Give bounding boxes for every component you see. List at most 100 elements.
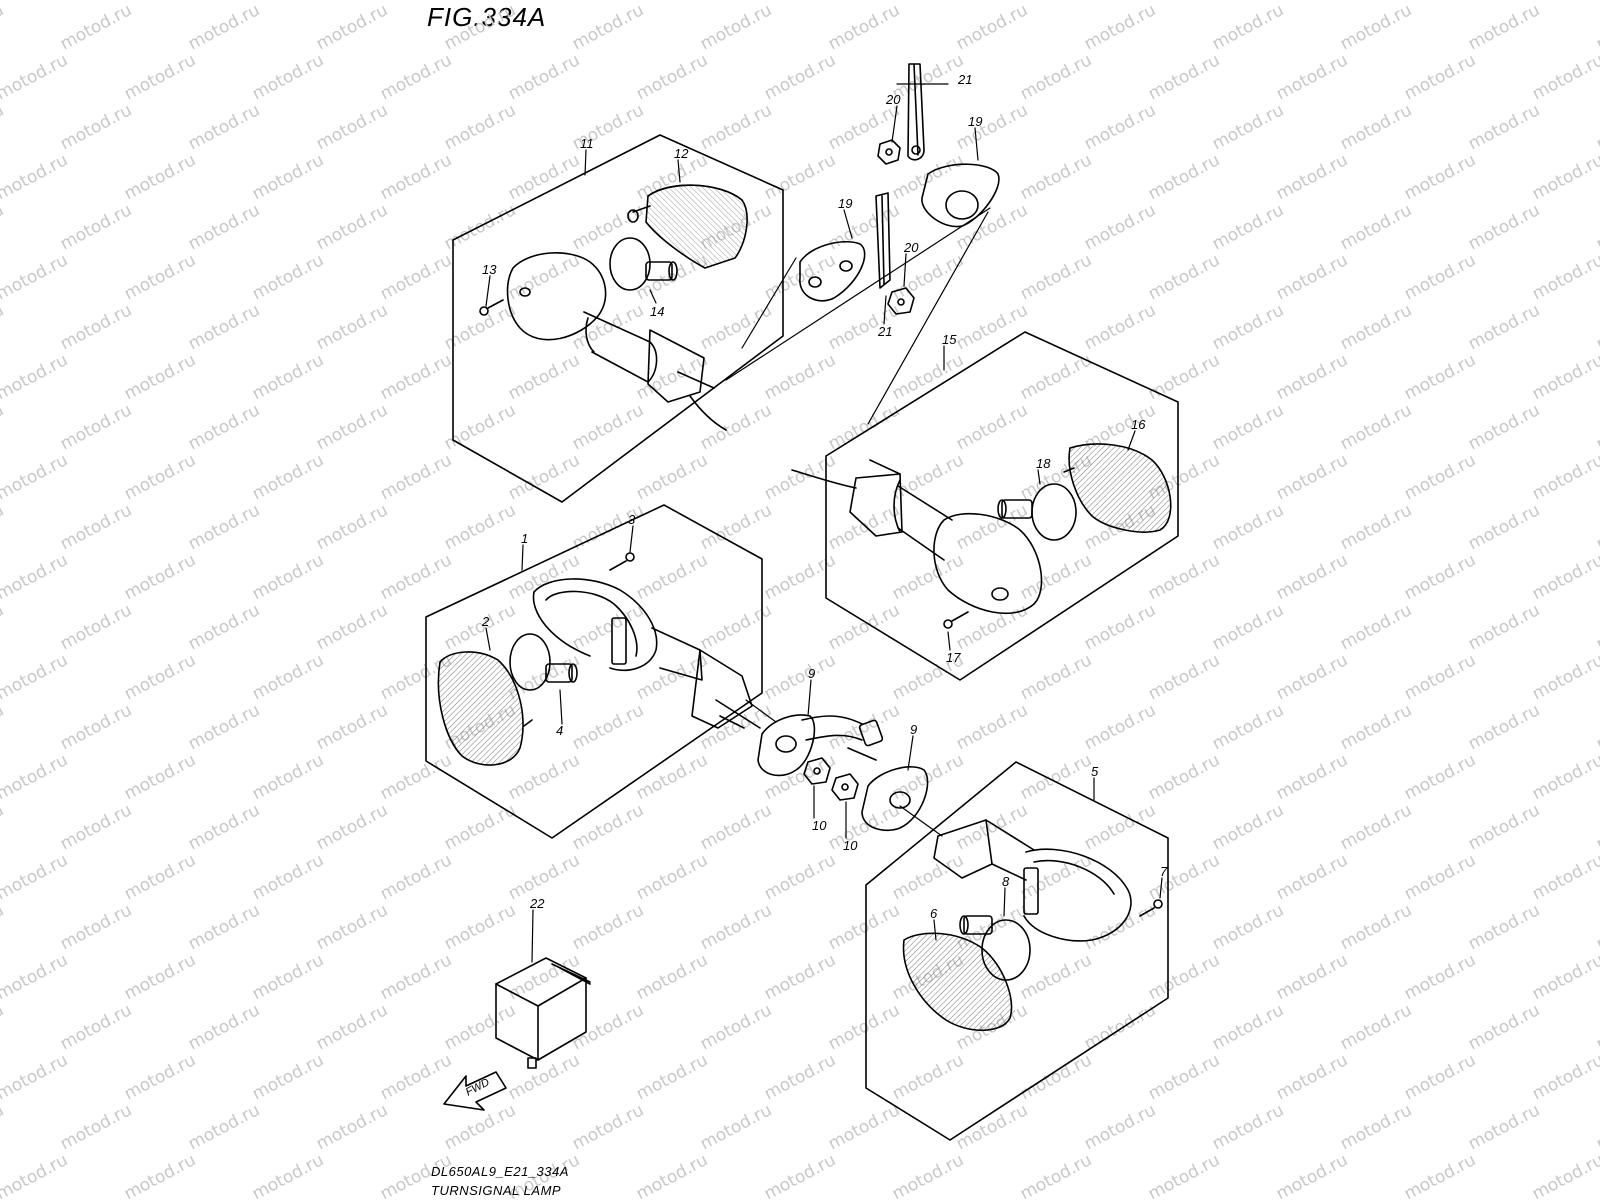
watermark-text: motod.ru <box>249 150 327 204</box>
watermark-text: motod.ru <box>889 50 967 104</box>
watermark-text: motod.ru <box>1401 850 1479 904</box>
watermark-text: motod.ru <box>57 500 135 554</box>
watermark-text: motod.ru <box>185 800 263 854</box>
watermark-text: motod.ru <box>761 650 839 704</box>
watermark-text: motod.ru <box>1209 0 1287 54</box>
watermark-text: motod.ru <box>441 600 519 654</box>
watermark-text: motod.ru <box>121 550 199 604</box>
watermark-text: motod.ru <box>1145 0 1223 4</box>
watermark-text: motod.ru <box>825 500 903 554</box>
screw-3 <box>609 552 635 571</box>
watermark-text: motod.ru <box>121 450 199 504</box>
watermark-text: motod.ru <box>889 750 967 804</box>
housing-11 <box>506 252 727 431</box>
callout-4: 4 <box>556 723 563 738</box>
watermark-text: motod.ru <box>1337 900 1415 954</box>
watermark-text: motod.ru <box>569 600 647 654</box>
watermark-text: motod.ru <box>1401 1150 1479 1200</box>
watermark-text: motod.ru <box>441 100 519 154</box>
watermark-text: motod.ru <box>1145 750 1223 804</box>
watermark-text: motod.ru <box>1337 0 1415 54</box>
watermark-text: motod.ru <box>1401 750 1479 804</box>
watermark-text: motod.ru <box>825 700 903 754</box>
watermark-text: motod.ru <box>313 600 391 654</box>
watermark-text: motod.ru <box>1209 800 1287 854</box>
watermark-text: motod.ru <box>1593 900 1600 954</box>
watermark-text: motod.ru <box>569 800 647 854</box>
watermark-text: motod.ru <box>1273 250 1351 304</box>
watermark-text: motod.ru <box>697 400 775 454</box>
watermark-text: motod.ru <box>313 1100 391 1154</box>
watermark-text: motod.ru <box>313 500 391 554</box>
watermark-text: motod.ru <box>505 250 583 304</box>
watermark-text: motod.ru <box>953 500 1031 554</box>
harness-9 <box>801 715 884 761</box>
nut-10-right <box>831 773 859 801</box>
watermark-text: motod.ru <box>569 1100 647 1154</box>
watermark-text: motod.ru <box>1401 50 1479 104</box>
watermark-text: motod.ru <box>1529 950 1600 1004</box>
watermark-text: motod.ru <box>0 950 71 1004</box>
lens-6 <box>902 932 1013 1031</box>
watermark-text: motod.ru <box>0 800 7 854</box>
watermark-text: motod.ru <box>1081 900 1159 954</box>
grommet-9-left <box>757 714 816 777</box>
watermark-text: motod.ru <box>825 1000 903 1054</box>
watermark-text: motod.ru <box>1593 500 1600 554</box>
callout-2: 2 <box>481 614 490 629</box>
watermark-text: motod.ru <box>1529 150 1600 204</box>
drawing-code: DL650AL9_E21_334A <box>431 1164 569 1179</box>
watermark-text: motod.ru <box>825 900 903 954</box>
watermark-text: motod.ru <box>377 950 455 1004</box>
housing-15 <box>791 459 1043 615</box>
watermark-text: motod.ru <box>377 250 455 304</box>
watermark-text: motod.ru <box>1593 0 1600 54</box>
grommet-9-right <box>861 766 929 832</box>
watermark-text: motod.ru <box>569 300 647 354</box>
callout-16: 16 <box>1131 417 1146 432</box>
watermark-text: motod.ru <box>1209 300 1287 354</box>
watermark-text: motod.ru <box>1465 400 1543 454</box>
watermark-text: motod.ru <box>633 50 711 104</box>
watermark-text: motod.ru <box>1465 900 1543 954</box>
bulb-4 <box>509 633 578 691</box>
watermark-text: motod.ru <box>313 700 391 754</box>
watermark-text: motod.ru <box>1465 600 1543 654</box>
callout-13: 13 <box>482 262 497 277</box>
watermark-text: motod.ru <box>377 750 455 804</box>
watermark-text: motod.ru <box>825 800 903 854</box>
watermark-text: motod.ru <box>1593 700 1600 754</box>
bracket-21-mid <box>875 192 891 289</box>
watermark-text: motod.ru <box>761 50 839 104</box>
watermark-text: motod.ru <box>249 550 327 604</box>
watermark-text: motod.ru <box>697 1000 775 1054</box>
watermark-text: motod.ru <box>313 900 391 954</box>
watermark-text: motod.ru <box>249 450 327 504</box>
watermark-text: motod.ru <box>377 850 455 904</box>
watermark-text: motod.ru <box>1081 100 1159 154</box>
callout-6: 6 <box>930 906 938 921</box>
callout-19: 19 <box>838 196 852 211</box>
watermark-text: motod.ru <box>0 500 7 554</box>
watermark-text: motod.ru <box>1465 500 1543 554</box>
watermark-text: motod.ru <box>1209 1100 1287 1154</box>
watermark-text: motod.ru <box>953 700 1031 754</box>
watermark-text: motod.ru <box>377 450 455 504</box>
watermark-text: motod.ru <box>1401 950 1479 1004</box>
callout-22: 22 <box>529 896 545 911</box>
watermark-text: motod.ru <box>57 100 135 154</box>
watermark-text: motod.ru <box>0 650 71 704</box>
watermark-text: motod.ru <box>313 300 391 354</box>
watermark-text: motod.ru <box>441 0 519 54</box>
watermark-text: motod.ru <box>505 1050 583 1104</box>
watermark-text: motod.ru <box>1017 650 1095 704</box>
watermark-text: motod.ru <box>249 1050 327 1104</box>
watermark-text: motod.ru <box>1529 550 1600 604</box>
callout-layer: 1234567899101011121314151617181919202021… <box>481 72 1168 921</box>
watermark-text: motod.ru <box>249 950 327 1004</box>
watermark-text: motod.ru <box>1529 0 1600 4</box>
watermark-text: motod.ru <box>1465 800 1543 854</box>
watermark-text: motod.ru <box>1081 700 1159 754</box>
watermark-text: motod.ru <box>1337 1100 1415 1154</box>
